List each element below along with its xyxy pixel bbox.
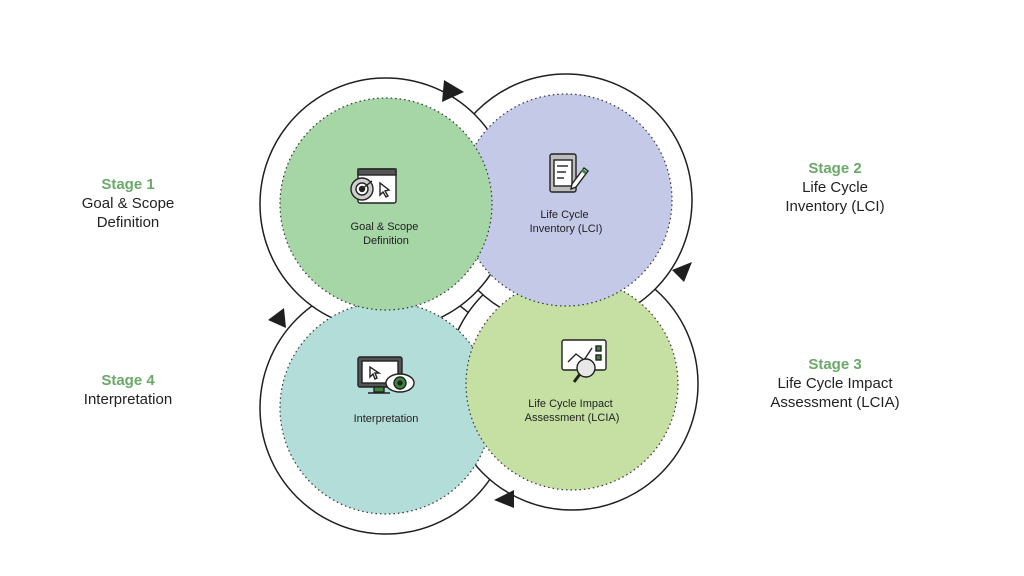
circle-text-goal: Goal & Scope Definition [351,221,422,247]
stage-name: Life Cycle Impact Assessment (LCIA) [770,375,900,411]
circle-interpretation [279,301,493,515]
circle-text-inventory: Life Cycle Inventory (LCI) [530,209,603,235]
arrow-right-icon [442,80,464,102]
circle-text-impact: Life Cycle Impact Assessment (LCIA) [525,398,620,424]
chart-magnifier-icon [561,339,607,383]
clipboard-pencil-icon [549,153,589,193]
arrow-left-icon [494,490,514,508]
stage-circles [279,93,679,515]
circle-inventory [459,93,673,307]
stage-1-label: Stage 1 Goal & Scope Definition [28,175,228,232]
stage-2-label: Stage 2 Life Cycle Inventory (LCI) [735,159,935,216]
circle-goal-scope [279,97,493,311]
arrow-down-icon [672,262,692,282]
circle-impact-assessment [465,277,679,491]
arrow-up-icon [268,308,286,328]
stage-number: Stage 3 [808,356,862,373]
monitor-eye-icon [357,356,415,394]
stage-name: Life Cycle Inventory (LCI) [785,179,885,215]
stage-name: Goal & Scope Definition [81,195,175,231]
stage-4-label: Stage 4 Interpretation [28,371,228,409]
stage-3-label: Stage 3 Life Cycle Impact Assessment (LC… [735,355,935,412]
stage-number: Stage 2 [808,160,862,177]
stage-number: Stage 1 [101,176,155,193]
stage-number: Stage 4 [101,372,155,389]
circle-texts: Goal & Scope Definition Life Cycle Inven… [351,209,620,425]
circle-text-interpretation: Interpretation [354,413,419,425]
target-window-icon [350,168,397,204]
cycle-arrows [268,80,692,508]
stage-name: Interpretation [83,391,173,408]
